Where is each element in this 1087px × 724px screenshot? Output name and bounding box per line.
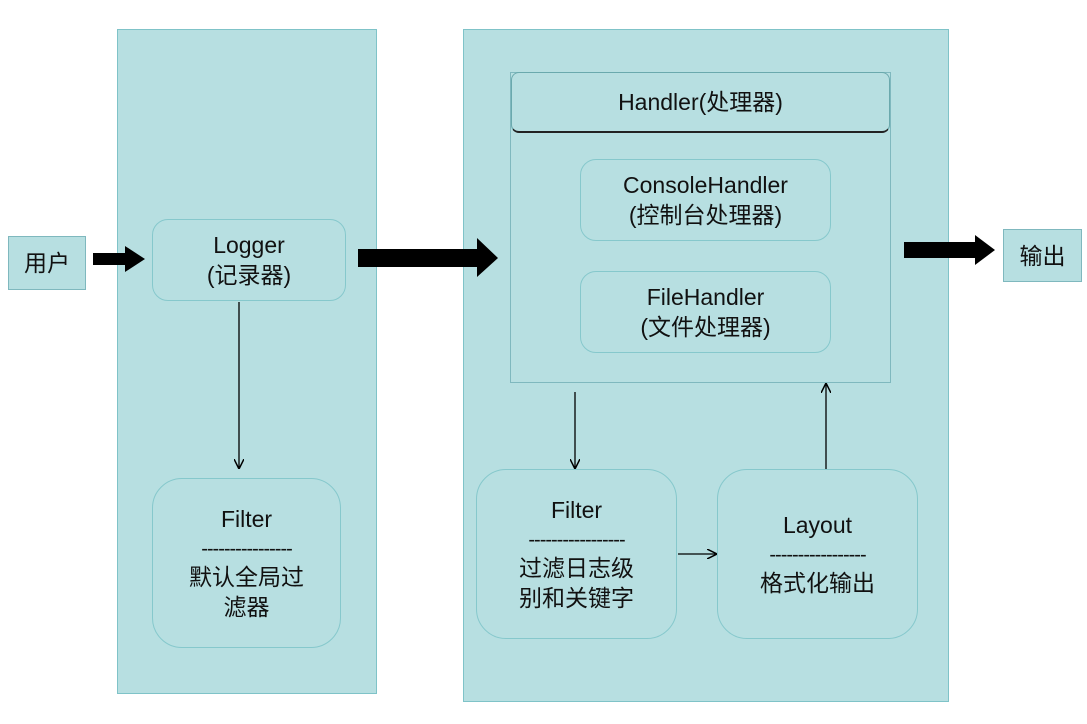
output-label: 输出 bbox=[1019, 242, 1066, 269]
logger-node: Logger (记录器) bbox=[152, 219, 346, 301]
console-handler-node: ConsoleHandler (控制台处理器) bbox=[580, 159, 831, 241]
handler-filter-desc-line1: 过滤日志级 bbox=[519, 555, 634, 581]
arrow-handler-to-output bbox=[904, 235, 995, 265]
layout-desc: 格式化输出 bbox=[760, 570, 875, 596]
handler-header: Handler(处理器) bbox=[511, 72, 890, 133]
arrow-user-to-logger bbox=[93, 246, 145, 272]
logger-filter-desc-line1: 默认全局过 bbox=[189, 564, 304, 590]
logger-title: Logger bbox=[213, 232, 285, 258]
layout-title: Layout bbox=[782, 512, 853, 538]
handler-title: Handler(处理器) bbox=[618, 89, 783, 115]
handler-filter-node: Filter ----------------- 过滤日志级 别和关键字 bbox=[476, 469, 677, 639]
arrow-logger-to-handler bbox=[358, 238, 498, 277]
logger-filter-node: Filter ---------------- 默认全局过 滤器 bbox=[152, 478, 341, 648]
file-handler-subtitle: (文件处理器) bbox=[640, 314, 771, 340]
logger-filter-divider: ---------------- bbox=[201, 538, 292, 560]
file-handler-node: FileHandler (文件处理器) bbox=[580, 271, 831, 353]
logger-subtitle: (记录器) bbox=[206, 262, 292, 288]
handler-filter-title: Filter bbox=[550, 497, 603, 523]
console-handler-title: ConsoleHandler bbox=[623, 172, 788, 198]
logger-filter-title: Filter bbox=[220, 506, 273, 532]
handler-filter-desc-line2: 别和关键字 bbox=[519, 585, 634, 611]
handler-filter-divider: ----------------- bbox=[528, 529, 625, 551]
user-label: 用户 bbox=[24, 250, 70, 276]
layout-node: Layout ----------------- 格式化输出 bbox=[717, 469, 918, 639]
output-node: 输出 bbox=[1003, 229, 1082, 282]
user-node: 用户 bbox=[8, 236, 86, 290]
console-handler-subtitle: (控制台处理器) bbox=[628, 202, 783, 228]
file-handler-title: FileHandler bbox=[646, 284, 765, 310]
layout-divider: ----------------- bbox=[769, 544, 866, 566]
logger-filter-desc-line2: 滤器 bbox=[223, 594, 270, 620]
